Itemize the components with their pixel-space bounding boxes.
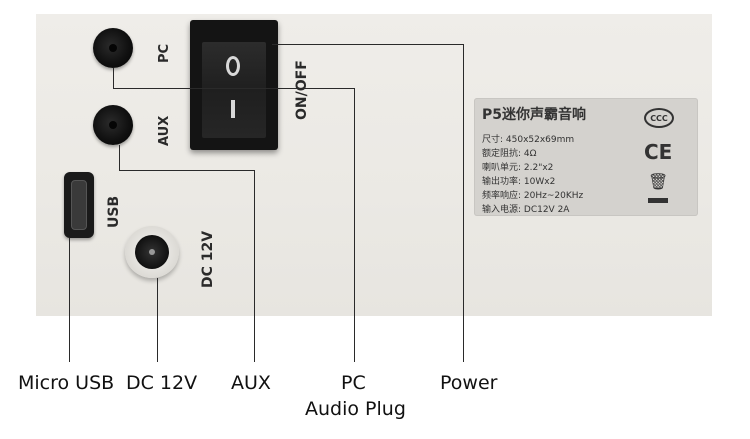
caption-aux: AUX xyxy=(231,372,271,394)
caption-power: Power xyxy=(440,372,498,394)
switch-on-mark xyxy=(231,100,235,118)
spec-power: 输出功率: 10Wx2 xyxy=(482,177,556,187)
pc-leader-v2 xyxy=(354,88,355,362)
caption-audio-plug: Audio Plug xyxy=(305,398,406,420)
caption-pc: PC xyxy=(341,372,366,394)
aux-leader-h xyxy=(119,170,255,171)
aux-leader-v2 xyxy=(254,170,255,362)
micro-usb-port xyxy=(64,172,94,238)
ccc-mark-icon: CCC xyxy=(644,108,674,128)
on-off-label: ON/OFF xyxy=(294,60,310,120)
spec-nameplate: P5迷你声霸音响 尺寸: 450x52x69mm 额定阻抗: 4Ω 喇叭单元: … xyxy=(474,98,698,216)
crossed-bin-icon: 🗑︎ xyxy=(648,172,669,191)
spec-frequency: 频率响应: 20Hz~20KHz xyxy=(482,191,584,201)
spec-size: 尺寸: 450x52x69mm xyxy=(482,135,575,145)
ce-mark-icon: CE xyxy=(644,140,673,164)
pc-audio-jack xyxy=(93,28,133,68)
spec-driver: 喇叭单元: 2.2"x2 xyxy=(482,163,554,173)
power-rocker-switch xyxy=(190,20,278,150)
power-leader-h xyxy=(272,44,464,45)
dc-power-jack xyxy=(125,226,179,278)
weee-bar xyxy=(648,198,668,203)
nameplate-title: P5迷你声霸音响 xyxy=(482,107,587,123)
usb-port-label: USB xyxy=(106,195,122,228)
dc-leader-v xyxy=(157,278,158,362)
aux-leader-v1 xyxy=(119,145,120,170)
pc-jack-label: PC xyxy=(157,43,172,63)
caption-dc-12v: DC 12V xyxy=(126,372,198,394)
spec-impedance: 额定阻抗: 4Ω xyxy=(482,149,537,159)
aux-jack xyxy=(93,105,133,145)
pc-leader-h xyxy=(113,88,355,89)
aux-jack-label: AUX xyxy=(157,115,172,146)
spec-input: 输入电源: DC12V 2A xyxy=(482,205,570,215)
usb-leader-v xyxy=(69,238,70,362)
power-leader-v xyxy=(463,44,464,362)
caption-micro-usb: Micro USB xyxy=(18,372,115,394)
pc-leader-v1 xyxy=(113,68,114,88)
switch-off-mark xyxy=(226,56,240,76)
dc-jack-label: DC 12V xyxy=(200,230,216,288)
